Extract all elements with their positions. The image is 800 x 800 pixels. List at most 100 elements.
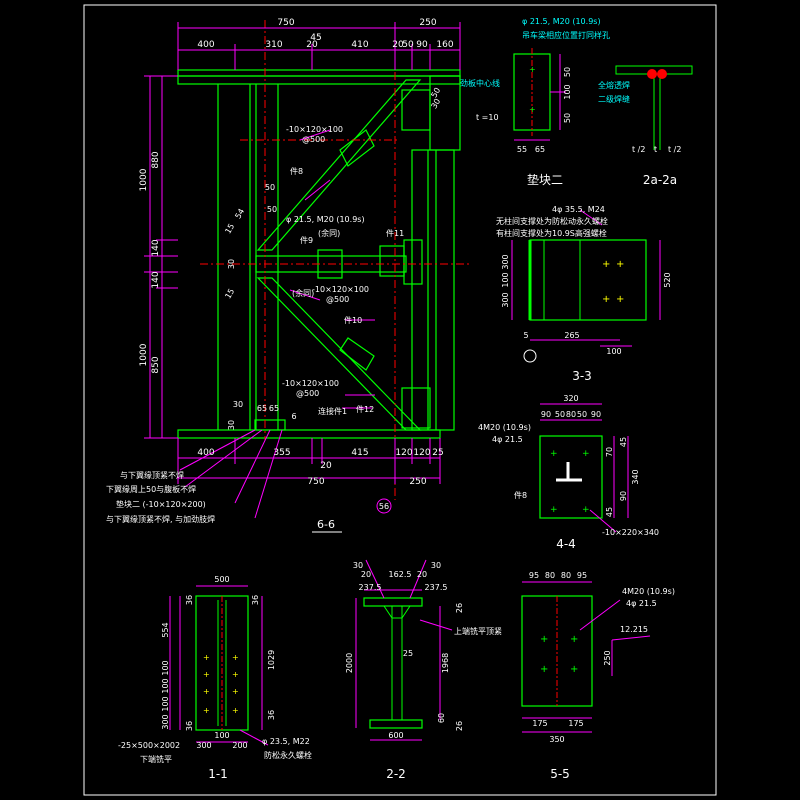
- svg-text:+: +: [540, 664, 548, 675]
- dim-left-140b: 140: [151, 271, 161, 288]
- dim-misc-30c: 30: [227, 420, 236, 430]
- v44-dim-r4: 90: [619, 491, 628, 501]
- bolt-hole-label: φ 21.5, M20 (10.9s): [286, 215, 365, 224]
- dim-misc-50a: 50: [265, 183, 275, 192]
- plate-bot-spacing: @500: [296, 389, 319, 398]
- v11-dim-l5: 300: [161, 714, 170, 729]
- v22-dim-r1: 26: [455, 603, 464, 613]
- v44-dim-r2: 45: [619, 437, 628, 447]
- svg-text:+: +: [540, 634, 548, 645]
- svg-text:+: +: [570, 664, 578, 675]
- pad-two-note: φ 21.5, M20 (10.9s): [522, 17, 601, 26]
- v33-dim-right: 520: [663, 272, 672, 287]
- svg-text:+: +: [616, 259, 624, 270]
- note-1: 与下翼缘顶紧不焊: [120, 470, 184, 480]
- view-4-4-holes: + + + +: [550, 449, 590, 515]
- dim-top-410: 410: [351, 40, 368, 50]
- v22-dim-r3: 26: [455, 721, 464, 731]
- pad-two-dimlines: [514, 54, 566, 141]
- dim-left-1000b: 1000: [139, 343, 149, 366]
- v11-dim-s3: 36: [185, 721, 194, 731]
- svg-text:+: +: [232, 706, 239, 715]
- v11-dim-bot3: 200: [232, 741, 247, 750]
- view-2-2: 20 162.5 20 237.5 237.5 30 30 2000 1968 …: [345, 559, 502, 781]
- v33-dim-bottom2: 100: [606, 347, 621, 356]
- view-3-3-dimlines: [511, 209, 661, 347]
- view-4-4-title: 4-4: [556, 537, 576, 551]
- v22-dim-t2: 162.5: [389, 570, 412, 579]
- v33-dim-l1: 300: [501, 254, 510, 269]
- v44-bolt-hole: 4φ 21.5: [492, 435, 523, 444]
- view-5-5-dims: 95 80 80 95 250 175 175 350: [529, 571, 612, 744]
- v44-dim-t3: 80: [566, 410, 576, 419]
- dim-top-20: 20: [306, 40, 318, 50]
- v44-plate: -10×220×340: [602, 528, 659, 537]
- dim-bot-20: 20: [320, 461, 332, 471]
- view-1-1-dimlines: [169, 585, 269, 746]
- v44-part: 件8: [514, 490, 527, 500]
- v55-dim-b2: 175: [568, 719, 583, 728]
- view-4-4-plate: [539, 435, 603, 519]
- svg-text:+: +: [602, 294, 610, 305]
- v22-note: 上端铣平顶紧: [454, 626, 502, 636]
- view-5-5-holes: + + + +: [540, 634, 578, 675]
- dim-top-750: 750: [277, 18, 294, 28]
- dim-top-50: 50: [402, 40, 414, 50]
- dim-top-400: 400: [197, 40, 214, 50]
- dim-top-90: 90: [416, 40, 428, 50]
- v11-dim-l4: 100: [161, 696, 170, 711]
- dim-misc-50c: 50: [429, 86, 442, 99]
- part-11-label: 件11: [386, 228, 404, 238]
- plate-mid-spacing: @500: [326, 295, 349, 304]
- dim-top-45: 45: [310, 33, 321, 43]
- view-4-4-dimlines: [540, 403, 629, 533]
- v22-dim-t4: 237.5: [359, 583, 382, 592]
- v33-dim-5: 5: [523, 331, 528, 340]
- plate-bot-label: -10×120×100: [282, 379, 339, 388]
- dim-left-1000a: 1000: [139, 168, 149, 191]
- pad-dim-b2: 65: [535, 145, 545, 154]
- dim-bot-250: 250: [409, 477, 426, 487]
- v33-note1: 无柱间支撑处为防松动永久螺栓: [496, 216, 608, 226]
- part-10-label: 件10: [344, 315, 362, 325]
- dim-misc-65b: 65: [269, 404, 279, 413]
- v44-dim-320: 320: [563, 394, 578, 403]
- view-5-5-dimlines: [522, 581, 651, 733]
- view-1-1-title: 1-1: [208, 767, 228, 781]
- pad-two-note2: 吊车梁相应位置打同样孔: [522, 30, 610, 40]
- v55-bolt-hole: 4φ 21.5: [626, 599, 657, 608]
- dim-bot-400: 400: [197, 448, 214, 458]
- dim-misc-30a: 30: [233, 400, 243, 409]
- v22-dim-t1: 20: [361, 570, 371, 579]
- v55-dim-t4: 95: [577, 571, 587, 580]
- dim-misc-54: 54: [233, 207, 246, 220]
- dim-top-310: 310: [265, 40, 282, 50]
- dim-misc-30d: 30: [429, 97, 442, 110]
- part-9-label: 件9: [300, 235, 313, 245]
- v55-dim-t2: 80: [545, 571, 555, 580]
- view-1-1-bolts: ++ ++ ++ ++: [203, 653, 239, 715]
- svg-text:+: +: [550, 449, 558, 459]
- v11-dim-top: 500: [214, 575, 229, 584]
- v11-dim-s1: 36: [185, 595, 194, 605]
- dim-left-880: 880: [151, 151, 161, 168]
- v55-bolt-spec: 4M20 (10.9s): [622, 587, 675, 596]
- v11-dim-s4: 36: [267, 710, 276, 720]
- svg-text:+: +: [203, 687, 210, 696]
- dim-top-20b: 20: [392, 40, 404, 50]
- v11-dim-bot2: 300: [196, 741, 211, 750]
- view-5-5-title: 5-5: [550, 767, 570, 781]
- pad-two-dims: 50 100 50 55 65: [517, 67, 572, 154]
- v11-dim-l1: 554: [161, 622, 170, 637]
- dim-left-850: 850: [151, 356, 161, 373]
- view-6-6-bottom-dims: 400 355 20 415 120 120 25 750 250: [197, 448, 443, 487]
- svg-text:+: +: [232, 653, 239, 662]
- v33-dim-l2: 100: [501, 272, 510, 287]
- v55-dim-total: 350: [549, 735, 564, 744]
- v22-dim-right: 1968: [441, 653, 450, 673]
- view-6-6-centerlines: [200, 20, 470, 500]
- view-6-6-left-dims: 1000 880 140 140 1000 850: [139, 151, 161, 373]
- v22-dim-t5: 237.5: [425, 583, 448, 592]
